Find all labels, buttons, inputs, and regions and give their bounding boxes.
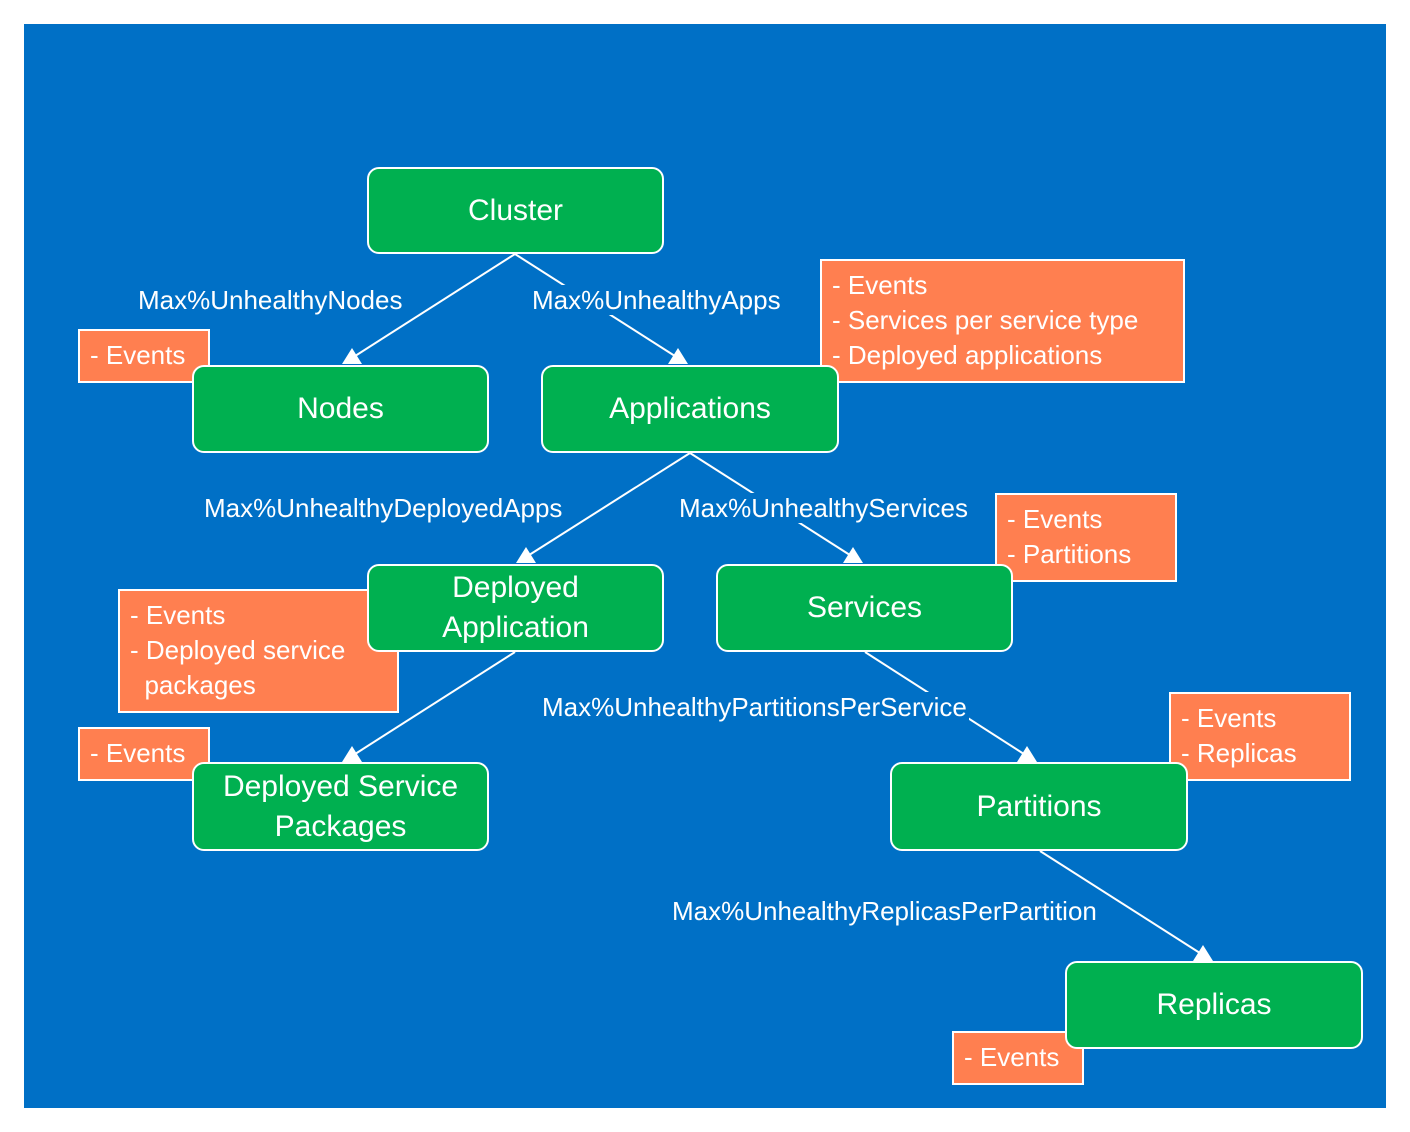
node-deployed-service-packages: Deployed Service Packages bbox=[192, 762, 489, 851]
note-line: - Replicas bbox=[1181, 738, 1297, 768]
edge-label-max-unhealthy-partitions-per-service: Max%UnhealthyPartitionsPerService bbox=[540, 692, 969, 722]
note-line: - Services per service type bbox=[832, 305, 1139, 335]
node-label: Applications bbox=[609, 392, 771, 425]
note-line: - Events bbox=[130, 600, 226, 630]
node-partitions: Partitions bbox=[890, 762, 1188, 851]
note-line: - Deployed service bbox=[130, 635, 346, 665]
node-replicas: Replicas bbox=[1065, 961, 1363, 1049]
arrowhead-nodes bbox=[342, 348, 362, 364]
edge-applications-deployed-application bbox=[525, 452, 691, 558]
edge-label-max-unhealthy-apps: Max%UnhealthyApps bbox=[530, 285, 783, 315]
arrowhead-replicas bbox=[1193, 945, 1213, 961]
edge-label-max-unhealthy-services: Max%UnhealthyServices bbox=[677, 493, 971, 523]
node-label: Cluster bbox=[467, 193, 564, 227]
node-label: Partitions bbox=[976, 789, 1102, 823]
edge-partitions-replicas bbox=[1039, 850, 1204, 956]
arrowhead-deployed-application bbox=[516, 547, 536, 563]
note-line: - Events bbox=[90, 738, 186, 768]
note-line: - Events bbox=[1007, 504, 1103, 534]
arrowhead-partitions bbox=[1017, 746, 1037, 762]
node-applications: Applications bbox=[541, 365, 839, 453]
edge-cluster-nodes bbox=[351, 253, 516, 359]
node-nodes: Nodes bbox=[192, 365, 489, 453]
note-line: - Events bbox=[964, 1042, 1060, 1072]
edge-label-max-unhealthy-nodes: Max%UnhealthyNodes bbox=[136, 285, 405, 315]
arrowhead-applications bbox=[668, 348, 688, 364]
edge-deployed-application-packages bbox=[351, 651, 516, 757]
arrowhead-deployed-service-packages bbox=[342, 746, 362, 762]
edge-label-max-unhealthy-deployed-apps: Max%UnhealthyDeployedApps bbox=[202, 493, 565, 523]
note-deployed-application: - Events - Deployed service packages bbox=[118, 589, 399, 713]
note-line: - Events bbox=[1181, 703, 1277, 733]
note-line: - Events bbox=[832, 270, 928, 300]
note-line: - Partitions bbox=[1007, 539, 1132, 569]
node-services: Services bbox=[716, 564, 1013, 652]
node-label: Nodes bbox=[297, 392, 384, 425]
note-services: - Events - Partitions bbox=[995, 493, 1177, 582]
note-deployed-service-packages: - Events bbox=[78, 727, 210, 781]
node-label: Replicas bbox=[1156, 988, 1272, 1021]
edge-label-max-unhealthy-replicas-per-partition: Max%UnhealthyReplicasPerPartition bbox=[670, 896, 1099, 926]
note-nodes: - Events bbox=[78, 329, 210, 383]
note-partitions: - Events - Replicas bbox=[1169, 692, 1351, 781]
node-label: Services bbox=[806, 591, 923, 624]
note-line: - Deployed applications bbox=[832, 340, 1103, 370]
note-replicas: - Events bbox=[952, 1031, 1084, 1085]
note-applications: - Events - Services per service type - D… bbox=[820, 259, 1185, 383]
node-label: Deployed Application bbox=[442, 571, 589, 644]
node-deployed-application: Deployed Application bbox=[367, 564, 664, 652]
note-line: packages bbox=[130, 670, 256, 700]
note-line: - Events bbox=[90, 340, 186, 370]
node-label: Deployed Service Packages bbox=[222, 769, 459, 843]
arrowhead-services bbox=[843, 547, 863, 563]
node-cluster: Cluster bbox=[367, 167, 664, 254]
